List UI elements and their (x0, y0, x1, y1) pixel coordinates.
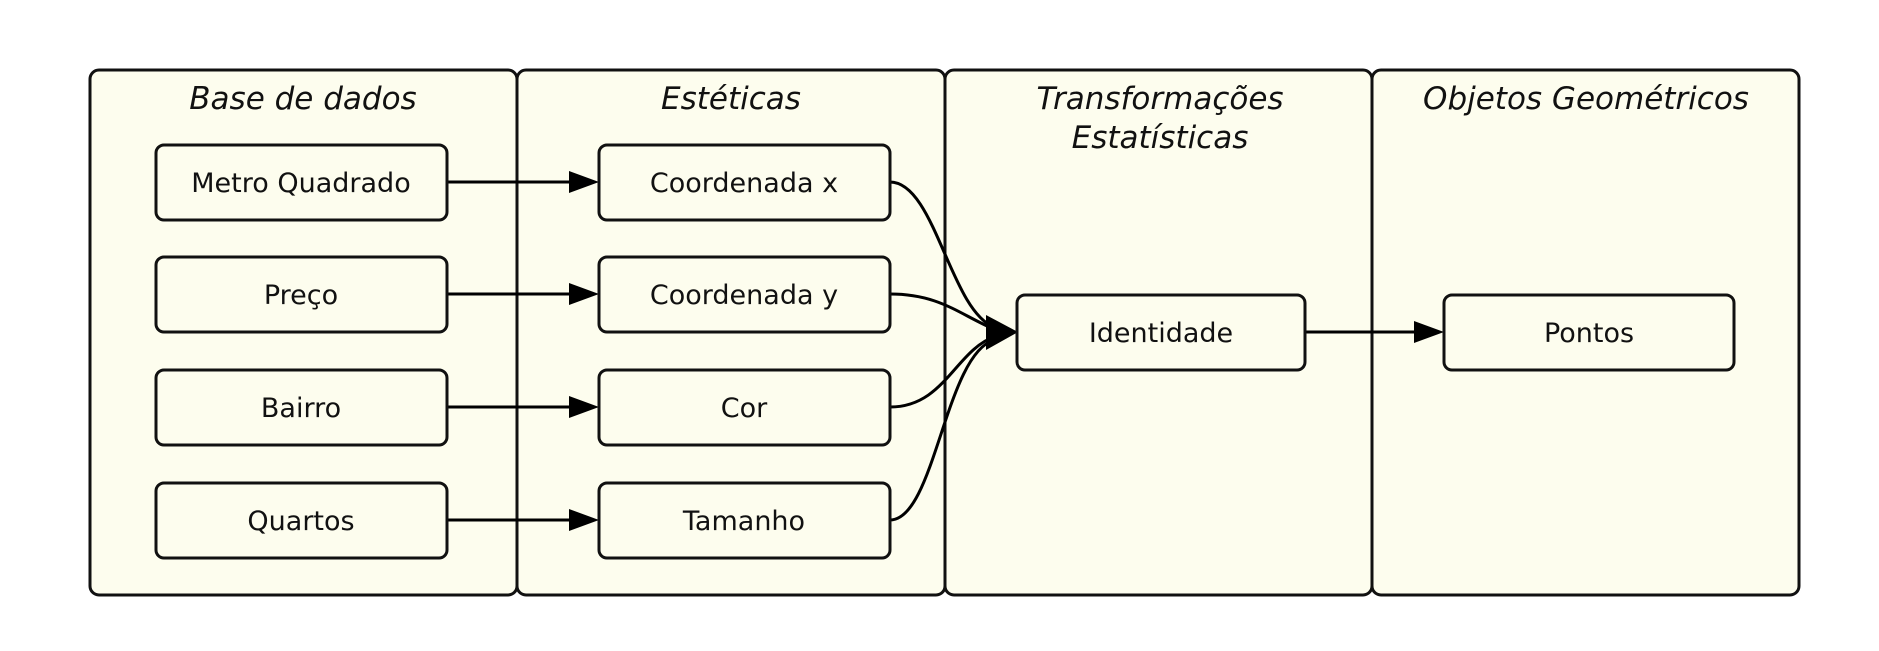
node-label: Bairro (261, 393, 341, 424)
node-label: Preço (264, 280, 338, 311)
arrowhead (1414, 321, 1444, 343)
node-label: Cor (721, 393, 768, 424)
node-label: Tamanho (682, 506, 805, 537)
node-box (154, 368, 449, 447)
node-label: Coordenada x (650, 168, 838, 199)
edge-coordenada-x-to-identidade (889, 180, 995, 329)
node-box (154, 255, 449, 334)
arrowhead (569, 171, 599, 193)
node-preco: Preço (154, 255, 449, 334)
edge-coordenada-y-to-identidade (889, 292, 997, 332)
panel-title: Estéticas (661, 81, 801, 117)
panel-title-line-2: Estatísticas (1072, 120, 1249, 156)
node-label: Coordenada y (650, 280, 838, 311)
node-box (597, 143, 892, 222)
node-identidade: Identidade (1015, 293, 1307, 372)
arrowhead-identidade (986, 315, 1018, 350)
node-coordenada-x: Coordenada x (597, 143, 892, 222)
node-box (1442, 293, 1736, 372)
node-metro-quadrado: Metro Quadrado (154, 143, 449, 222)
node-box (597, 255, 892, 334)
arrowhead (569, 283, 599, 305)
edge-tamanho-to-identidade (889, 338, 995, 522)
node-label: Pontos (1544, 318, 1634, 349)
node-label: Identidade (1089, 318, 1233, 349)
panel-title: Base de dados (189, 81, 416, 117)
node-quartos: Quartos (154, 481, 449, 560)
node-tamanho: Tamanho (597, 481, 892, 560)
node-box (597, 481, 892, 560)
arrowhead (569, 509, 599, 531)
node-box (1015, 293, 1307, 372)
node-label: Metro Quadrado (191, 168, 410, 199)
node-box (154, 481, 449, 560)
node-box (154, 143, 449, 222)
panel-title: Transformações (1036, 81, 1283, 117)
edges (447, 171, 1444, 531)
panel-title: Objetos Geométricos (1423, 81, 1749, 117)
node-pontos: Pontos (1442, 293, 1736, 372)
node-coordenada-y: Coordenada y (597, 255, 892, 334)
edge-cor-to-identidade (889, 334, 997, 409)
arrowhead (569, 396, 599, 418)
node-bairro: Bairro (154, 368, 449, 447)
node-box (597, 368, 892, 447)
node-cor: Cor (597, 368, 892, 447)
node-label: Quartos (247, 506, 354, 537)
